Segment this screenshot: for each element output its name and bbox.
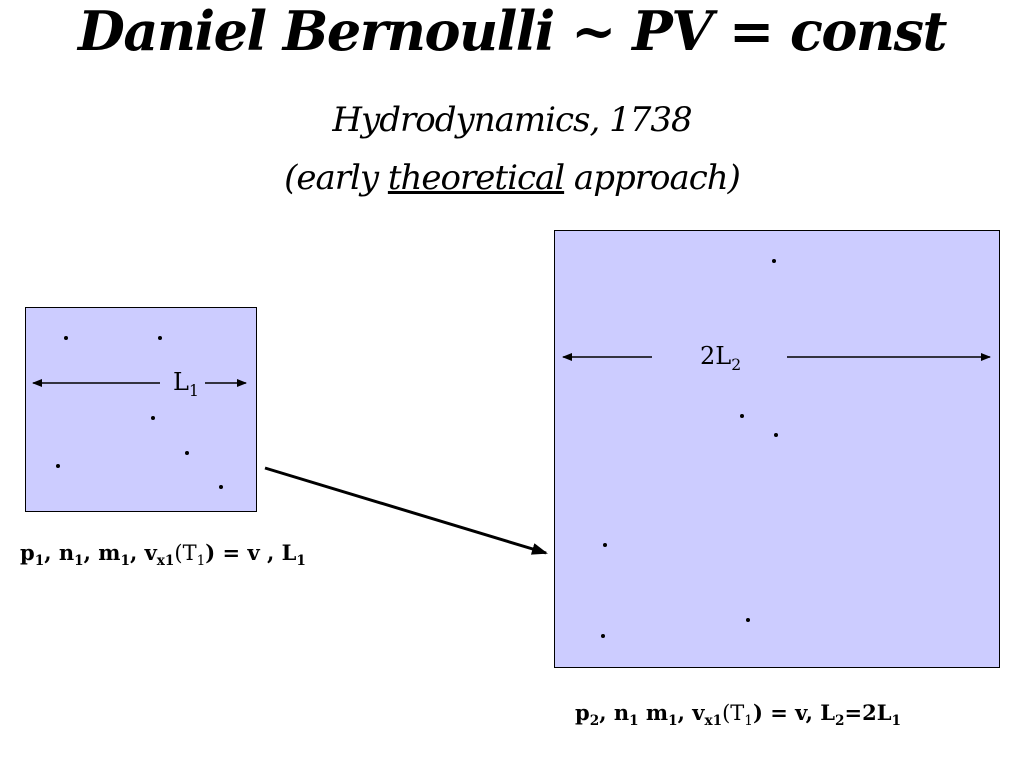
subtitle-prefix: (early [284,158,388,198]
length-label-l1: L1 [173,368,199,400]
slide-title: Daniel Bernoulli ~ PV = const [78,0,948,63]
large-container-box [554,230,1000,668]
transition-arrow [264,466,548,555]
molecule-dot [746,618,750,622]
molecule-dot [603,543,607,547]
formula-right: p2, n1 m1, vx1(T1) = v, L2=2L1 [575,700,901,730]
small-container-box [25,307,257,512]
molecule-dot [772,259,776,263]
molecule-dot [601,634,605,638]
subtitle-line-2: (early theoretical approach) [0,158,1024,198]
subtitle-suffix: approach) [564,158,741,198]
molecule-dot [151,416,155,420]
molecule-dot [185,451,189,455]
molecule-dot [64,336,68,340]
molecule-dot [774,433,778,437]
formula-left: p1, n1, m1, vx1(T1) = v , L1 [20,540,306,570]
molecule-dot [158,336,162,340]
molecule-dot [56,464,60,468]
length-label-2l2: 2L2 [700,342,742,374]
molecule-dot [740,414,744,418]
subtitle-line-1: Hydrodynamics, 1738 [332,100,692,140]
subtitle-underlined-word: theoretical [387,158,565,198]
molecule-dot [219,485,223,489]
